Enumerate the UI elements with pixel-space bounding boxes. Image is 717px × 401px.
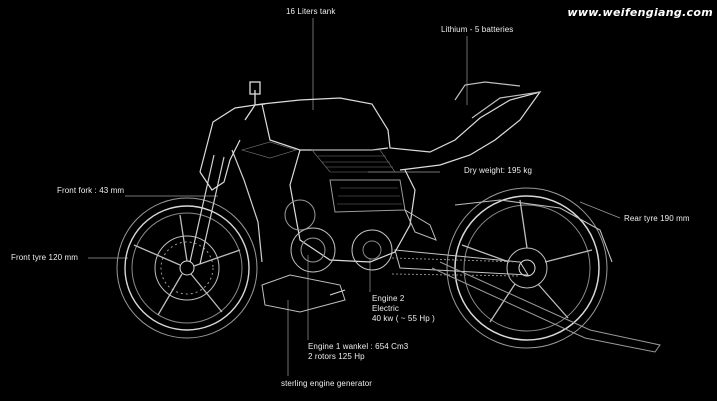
engine2-label-line2: Electric (372, 304, 400, 313)
front-wheel (116, 197, 258, 339)
engine-block (261, 179, 406, 313)
leader-lines (88, 18, 621, 376)
tank-mesh (240, 141, 396, 173)
swingarm (394, 249, 661, 353)
front-tyre-label: Front tyre 120 mm (11, 253, 79, 262)
dry-weight-label: Dry weight: 195 kg (464, 166, 533, 175)
engine1-label-line2: 2 rotors 125 Hp (308, 352, 365, 361)
engine2-label-line3: 40 kw ( ~ 55 Hp ) (372, 314, 435, 323)
rear-fender (454, 199, 613, 263)
engine2-label-line1: Engine 2 (372, 294, 405, 303)
watermark: www.weifengiang.com (567, 6, 713, 19)
handlebar (244, 81, 266, 121)
rear-tyre-label: Rear tyre 190 mm (624, 214, 690, 223)
rear-wheel (446, 187, 608, 349)
engine1-label-line1: Engine 1 wankel : 654 Cm3 (308, 342, 409, 351)
front-fork-label: Front fork : 43 mm (57, 186, 125, 195)
front-fork (189, 149, 263, 265)
tank-label: 16 Liters tank (286, 7, 336, 16)
battery-label: Lithium - 5 batteries (441, 25, 514, 34)
rear-shock (391, 208, 521, 277)
sterling-label: sterling engine generator (281, 379, 373, 388)
